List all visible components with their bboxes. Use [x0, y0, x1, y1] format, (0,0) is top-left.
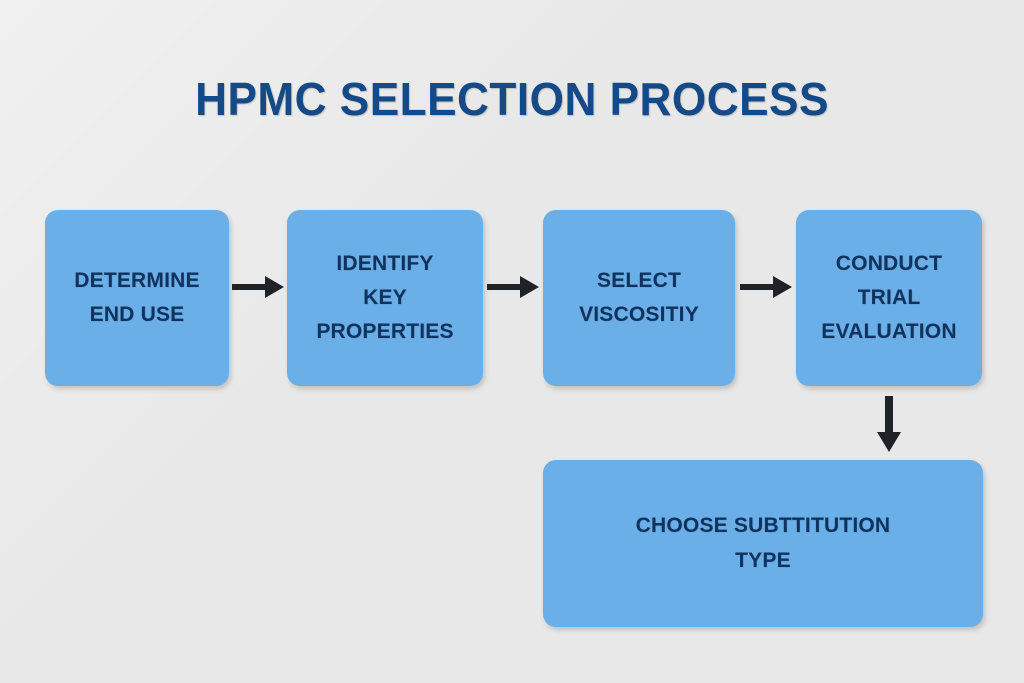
page-title: HPMC SELECTION PROCESS [195, 73, 829, 125]
flow-node-choose-subttitution-type[interactable]: CHOOSE SUBTTITUTION TYPE [543, 460, 983, 627]
connector-arrow-right-1 [232, 270, 284, 304]
connector-arrow-right-3 [740, 270, 792, 304]
flow-node-select-viscositiy[interactable]: SELECT VISCOSITIY [543, 210, 735, 386]
connector-arrow-down-1 [872, 396, 906, 452]
flow-node-conduct-trial-evaluation[interactable]: CONDUCT TRIAL EVALUATION [796, 210, 982, 386]
flow-node-identify-key-properties[interactable]: IDENTIFY KEY PROPERTIES [287, 210, 483, 386]
flow-node-determine-end-use[interactable]: DETERMINE END USE [45, 210, 229, 386]
connector-arrow-right-2 [487, 270, 539, 304]
